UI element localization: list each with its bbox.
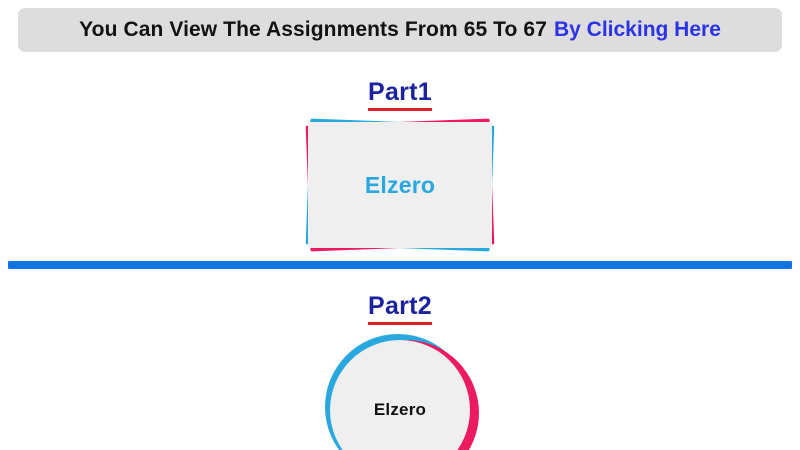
section-heading-part2: Part2 [0, 292, 800, 325]
section-heading-part2-label: Part2 [367, 292, 433, 325]
card-face: Elzero [308, 122, 492, 248]
section-divider [8, 261, 792, 269]
rotated-card-widget: Elzero [305, 118, 495, 252]
section-heading-part1: Part1 [0, 78, 800, 111]
notice-message: You Can View The Assignments From 65 To … [79, 18, 547, 41]
assignments-notice-bar: You Can View The Assignments From 65 To … [18, 8, 782, 52]
circle-face: Elzero [330, 340, 470, 450]
rotated-circle-widget: Elzero [325, 334, 479, 450]
circle-label: Elzero [373, 400, 427, 419]
card-label: Elzero [364, 171, 436, 198]
view-assignments-link[interactable]: By Clicking Here [553, 18, 721, 41]
section-heading-part1-label: Part1 [367, 78, 433, 111]
